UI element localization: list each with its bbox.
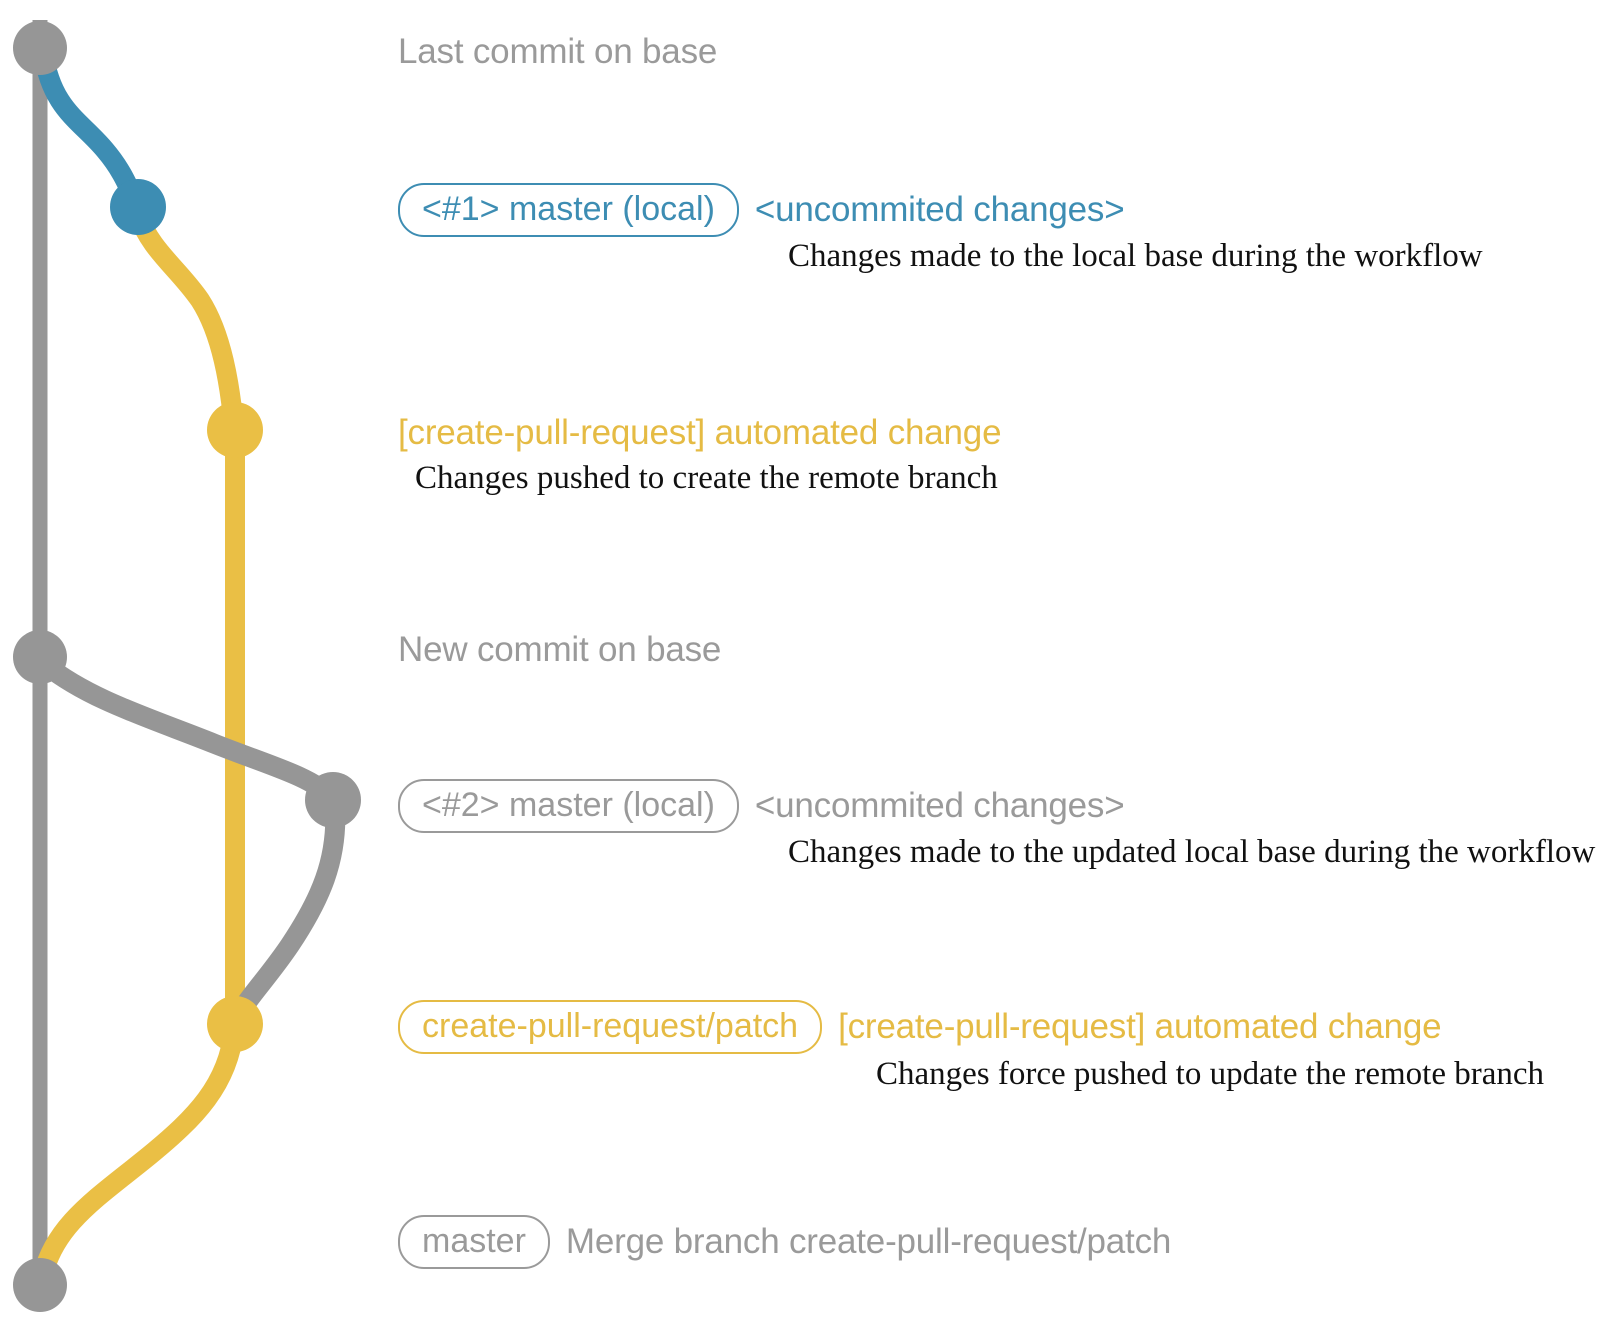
commit-subject-automated-change-1: [create-pull-request] automated change <box>398 413 1002 452</box>
description-master-local-1: Changes made to the local base during th… <box>788 238 1483 274</box>
branch-line-local-1 <box>33 42 147 215</box>
commit-node-local-2[interactable] <box>305 772 361 828</box>
branch-pill-master-local-2[interactable]: <#2> master (local) <box>398 779 739 833</box>
row-new-commit-on-base: New commit on base <box>398 630 721 670</box>
branch-pill-master[interactable]: master <box>398 1215 550 1269</box>
branch-line-local-2-to-patch-2 <box>226 797 346 1032</box>
heading-new-commit-on-base: New commit on base <box>398 630 722 669</box>
commit-node-local-1[interactable] <box>110 179 166 235</box>
branch-line-local-2 <box>36 655 341 807</box>
branch-pill-master-local-1[interactable]: <#1> master (local) <box>398 183 739 237</box>
merge-line-patch-2-to-master <box>32 1020 244 1290</box>
commit-subject-automated-change-2: [create-pull-request] automated change <box>838 1007 1442 1046</box>
description-master-local-2: Changes made to the updated local base d… <box>788 834 1596 870</box>
commit-node-merge-base[interactable] <box>13 1258 67 1312</box>
branch-pill-create-pull-request-patch[interactable]: create-pull-request/patch <box>398 1000 823 1054</box>
row-merge-commit: master Merge branch create-pull-request/… <box>398 1215 1171 1269</box>
row-automated-change-2: create-pull-request/patch [create-pull-r… <box>398 1000 1442 1054</box>
row-automated-change-1: [create-pull-request] automated change <box>398 413 1002 453</box>
row-last-commit-on-base: Last commit on base <box>398 32 717 72</box>
row-master-local-2: <#2> master (local) <uncommited changes> <box>398 779 1125 833</box>
description-automated-change-1: Changes pushed to create the remote bran… <box>415 460 998 496</box>
commit-node-patch-1[interactable] <box>207 402 263 458</box>
commit-subject-master-local-2: <uncommited changes> <box>754 786 1125 825</box>
commit-node-base-top[interactable] <box>13 21 67 75</box>
description-automated-change-2: Changes force pushed to update the remot… <box>876 1056 1545 1092</box>
commit-subject-merge-commit: Merge branch create-pull-request/patch <box>565 1222 1172 1261</box>
row-master-local-1: <#1> master (local) <uncommited changes> <box>398 183 1125 237</box>
heading-last-commit-on-base: Last commit on base <box>398 32 718 71</box>
commit-node-base-new[interactable] <box>13 630 67 684</box>
commit-subject-master-local-1: <uncommited changes> <box>754 190 1125 229</box>
branch-line-patch-1 <box>128 204 244 438</box>
commit-node-patch-2[interactable] <box>207 996 263 1052</box>
